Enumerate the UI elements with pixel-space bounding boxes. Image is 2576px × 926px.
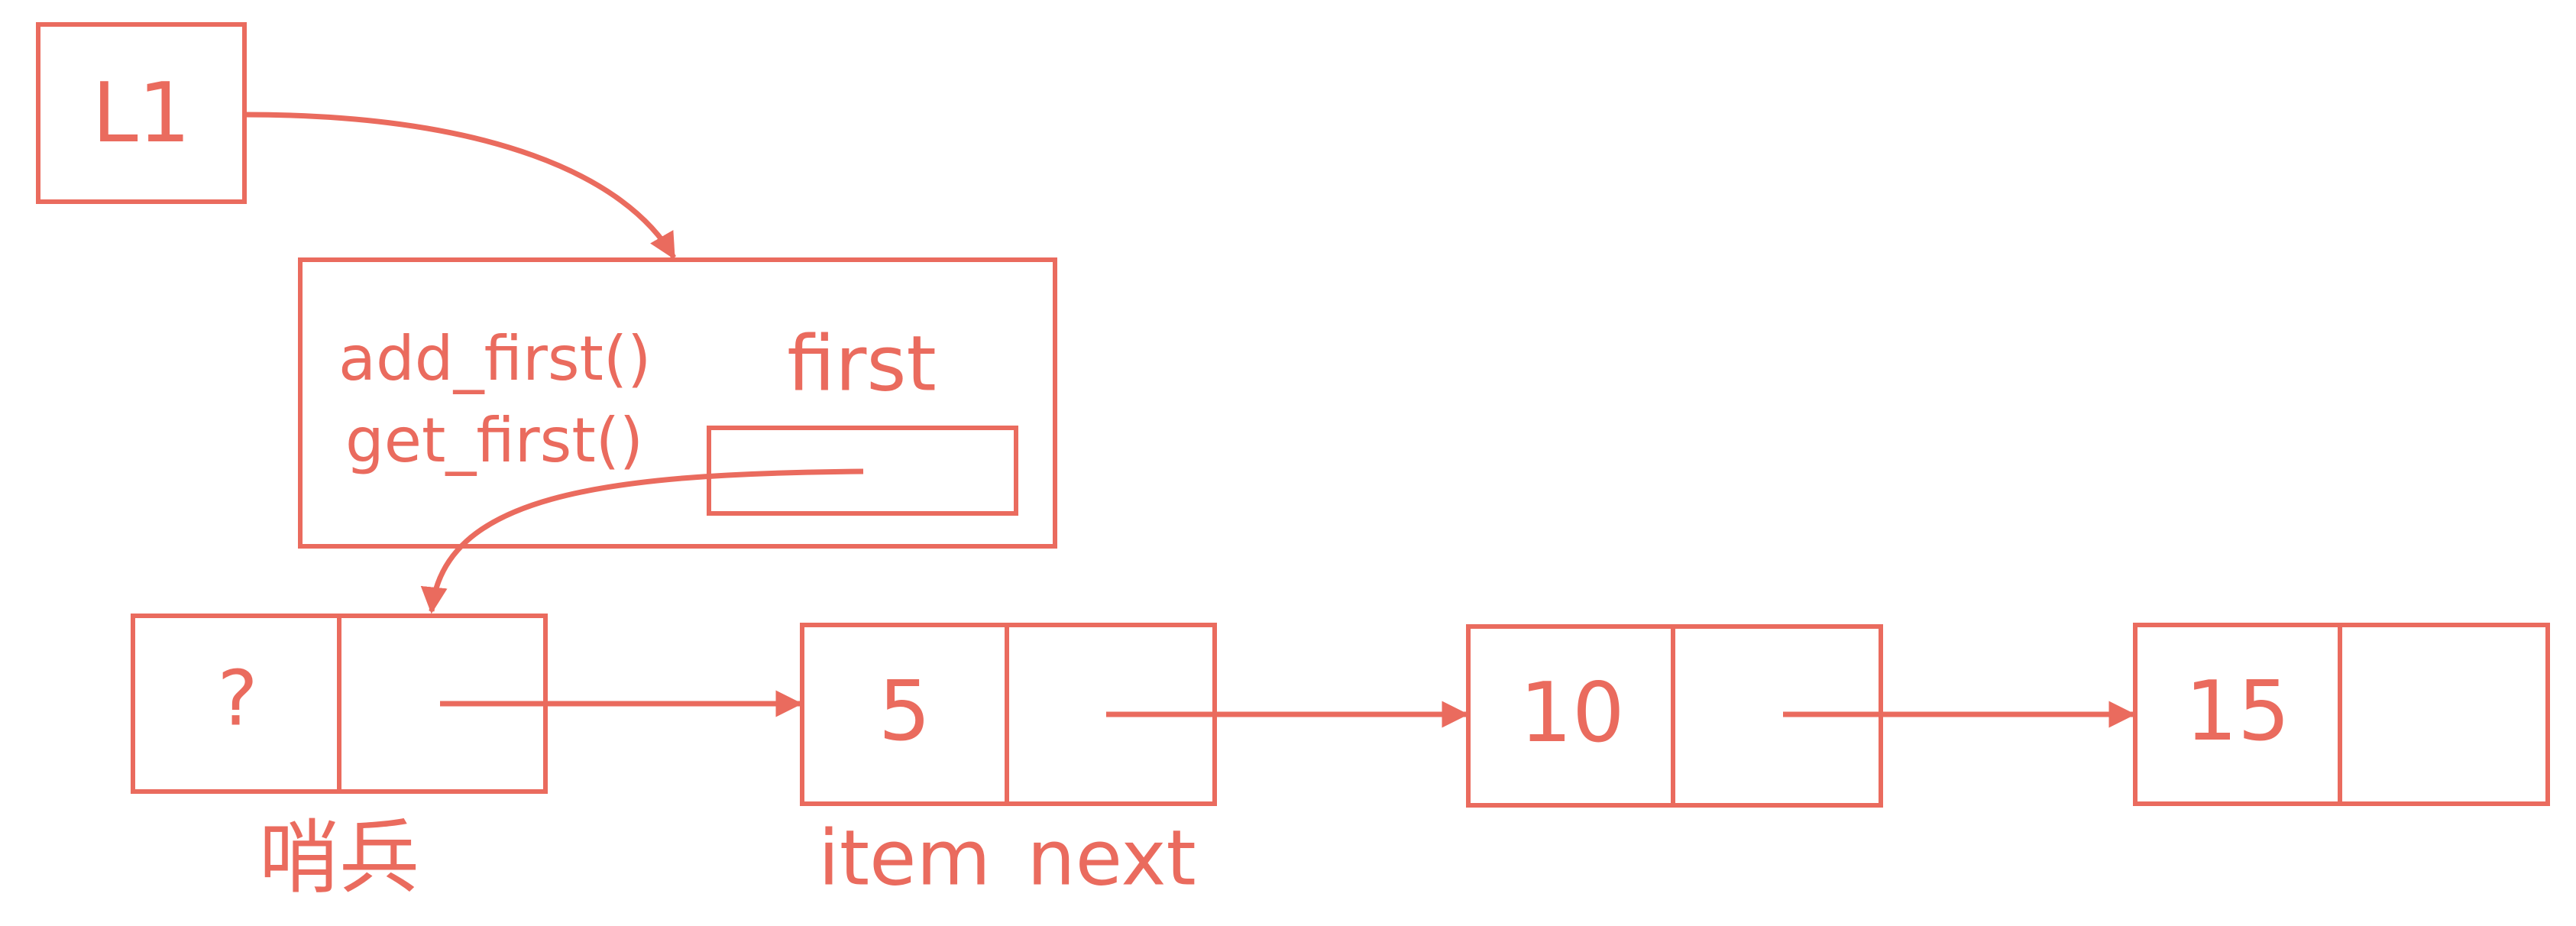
l1-to-object-arrow — [244, 112, 677, 261]
first-field-box — [707, 426, 1018, 516]
sentinel-caption: 哨兵 — [259, 811, 419, 905]
method-get-first: get_first() — [345, 405, 643, 476]
node-5-item-value: 5 — [879, 664, 931, 759]
l1-variable-label: L1 — [92, 66, 191, 161]
item-field-caption: item — [818, 813, 991, 902]
node-10-item-value: 10 — [1519, 665, 1624, 761]
next-field-caption: next — [1027, 813, 1196, 902]
method-add-first: add_first() — [338, 323, 651, 394]
first-field-label: first — [787, 319, 936, 408]
list-object-box — [298, 257, 1057, 549]
first-to-sentinel-arrow — [420, 468, 864, 614]
node-15-item-value: 15 — [2185, 664, 2290, 759]
sentinel-item-value: ? — [217, 653, 257, 743]
